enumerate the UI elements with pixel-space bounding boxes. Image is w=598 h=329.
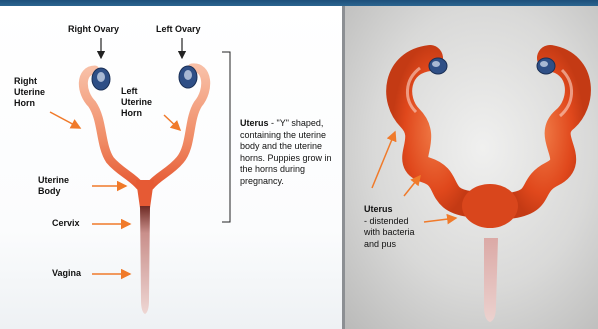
right-uterine-horn-label: Right Uterine Horn	[14, 76, 45, 109]
pyometra-term: Uterus	[364, 204, 393, 214]
left-horn-arrow	[164, 115, 180, 130]
normal-uterus-description: Uterus - "Y" shaped, containing the uter…	[240, 118, 340, 187]
vagina-label: Vagina	[52, 268, 81, 279]
uterine-body-label: Uterine Body	[38, 175, 69, 197]
pyometra-description: Uterus - distended with bacteria and pus	[364, 204, 454, 250]
pyometra-arrow-mid	[404, 176, 420, 196]
left-ovary-label: Left Ovary	[156, 24, 201, 35]
pyometra-line-1: - distended	[364, 216, 409, 226]
cervix-label: Cervix	[52, 218, 80, 229]
pyometra-line-3: and pus	[364, 239, 396, 249]
right-horn-arrow	[50, 112, 80, 128]
pyometra-arrow-upper	[372, 132, 395, 188]
uterus-bracket	[222, 52, 230, 222]
left-uterine-horn-label: Left Uterine Horn	[121, 86, 152, 119]
normal-uterus-text: - "Y" shaped, containing the uterine bod…	[240, 118, 332, 186]
right-ovary-label: Right Ovary	[68, 24, 119, 35]
normal-uterus-term: Uterus	[240, 118, 269, 128]
pyometra-uterus-drawing	[399, 58, 578, 322]
pyometra-line-2: with bacteria	[364, 227, 415, 237]
